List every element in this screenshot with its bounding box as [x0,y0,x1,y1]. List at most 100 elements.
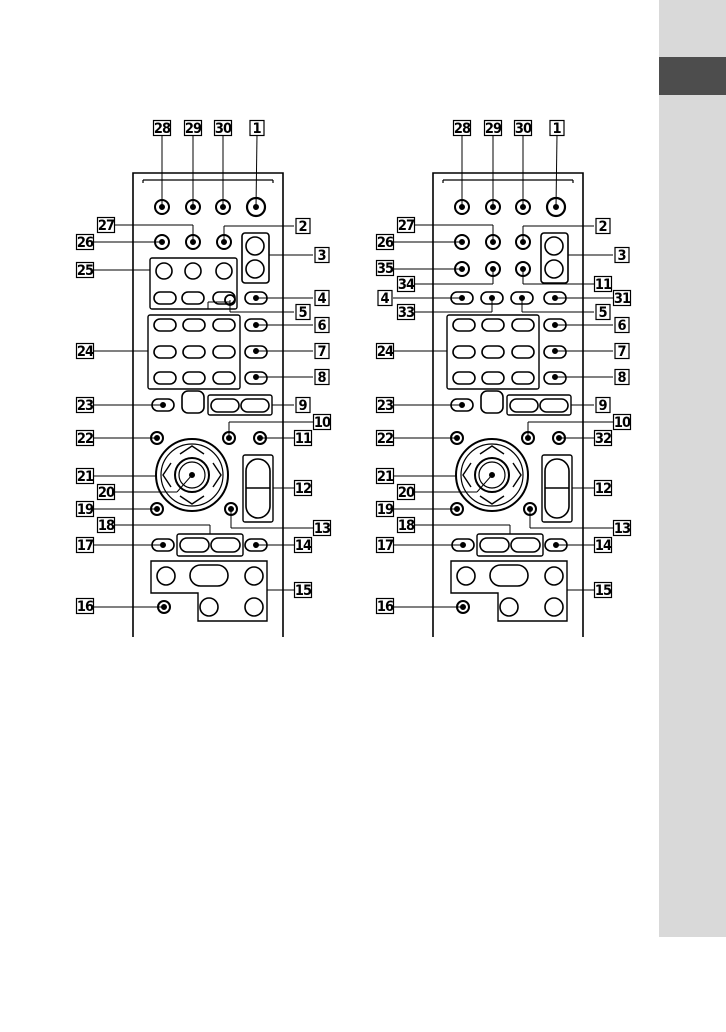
callout-17: 17 [75,536,95,554]
callout-16: 16 [375,597,395,615]
callout-13: 13 [612,519,632,537]
button-8[interactable] [543,371,567,385]
callout-11: 11 [293,429,313,447]
callout-label: 8 [617,370,626,386]
callout-15: 15 [293,581,313,599]
callout-label: 5 [598,305,607,321]
callout-21: 21 [75,467,95,485]
nav-ring-inner [160,443,224,507]
callout-label: 5 [298,305,307,321]
callout-14: 14 [293,536,313,554]
callout-5: 5 [595,303,611,321]
side-tab [659,0,726,937]
callout-1: 1 [549,119,565,137]
button-25-group [149,257,238,310]
button-7[interactable] [543,345,567,359]
callout-24: 24 [75,342,95,360]
callout-29: 29 [183,119,203,137]
callout-label: 35 [377,261,394,277]
button-15-group [450,560,568,622]
callout-label: 7 [617,344,626,360]
callout-label: 8 [317,370,326,386]
callout-label: 14 [595,538,612,554]
callout-label: 15 [295,583,312,599]
callout-label: 34 [398,277,415,293]
callout-label: 3 [617,248,626,264]
callout-label: 28 [154,121,171,137]
callout-13: 13 [312,519,332,537]
callout-25: 25 [75,261,95,279]
callout-label: 30 [215,121,232,137]
callout-label: 18 [98,518,115,534]
callout-label: 4 [380,291,389,307]
callout-label: 12 [295,481,311,497]
callout-label: 27 [398,218,415,234]
callout-label: 9 [298,398,307,414]
callout-label: 14 [295,538,312,554]
callout-label: 3 [317,248,326,264]
callout-28: 28 [152,119,172,137]
callout-30: 30 [213,119,233,137]
callout-24: 24 [375,342,395,360]
callout-4: 4 [314,289,330,307]
callout-20: 20 [96,483,116,501]
callout-5: 5 [295,303,311,321]
callout-label: 28 [454,121,471,137]
nav-arrows[interactable] [162,445,222,505]
callout-label: 23 [377,398,394,414]
callout-label: 13 [314,521,331,537]
callout-label: 10 [614,415,631,431]
callout-label: 22 [77,431,93,447]
callout-34: 34 [396,275,416,293]
button-25c[interactable] [215,262,233,280]
callout-label: 19 [377,502,394,518]
callout-3: 3 [314,246,330,264]
callout-label: 31 [614,291,631,307]
callout-label: 6 [317,318,326,334]
callout-2: 2 [295,217,311,235]
callout-label: 15 [595,583,612,599]
button-3-group[interactable] [540,232,569,284]
nav-enter-button[interactable] [174,457,210,493]
callout-label: 12 [595,481,611,497]
nav-enter-button[interactable] [474,457,510,493]
callout-17: 17 [375,536,395,554]
callout-label: 4 [317,291,326,307]
keypad-group [446,314,540,390]
callout-11: 11 [593,275,613,293]
button-3-group[interactable] [241,232,270,284]
callout-8: 8 [614,368,630,386]
callout-label: 22 [377,431,393,447]
button-25a[interactable] [155,262,173,280]
callout-6: 6 [314,316,330,334]
callout-35: 35 [375,259,395,277]
callout-label: 21 [377,469,394,485]
button-7[interactable] [244,345,268,359]
callout-27: 27 [396,216,416,234]
callout-9: 9 [295,396,311,414]
callout-label: 27 [98,218,115,234]
callout-29: 29 [483,119,503,137]
nav-ring-outer [455,438,529,512]
callout-label: 10 [314,415,331,431]
callout-30: 30 [513,119,533,137]
callout-label: 24 [77,344,94,360]
callout-15: 15 [593,581,613,599]
callout-14: 14 [593,536,613,554]
button-0[interactable] [181,390,205,414]
callout-label: 29 [485,121,502,137]
callout-8: 8 [314,368,330,386]
callout-label: 16 [377,599,394,615]
callout-32: 32 [593,429,613,447]
button-25b[interactable] [184,262,202,280]
callout-label: 24 [377,344,394,360]
callout-20: 20 [396,483,416,501]
button-8[interactable] [244,371,268,385]
callout-label: 13 [614,521,631,537]
nav-arrows[interactable] [462,445,522,505]
button-0[interactable] [480,390,504,414]
callout-9: 9 [595,396,611,414]
